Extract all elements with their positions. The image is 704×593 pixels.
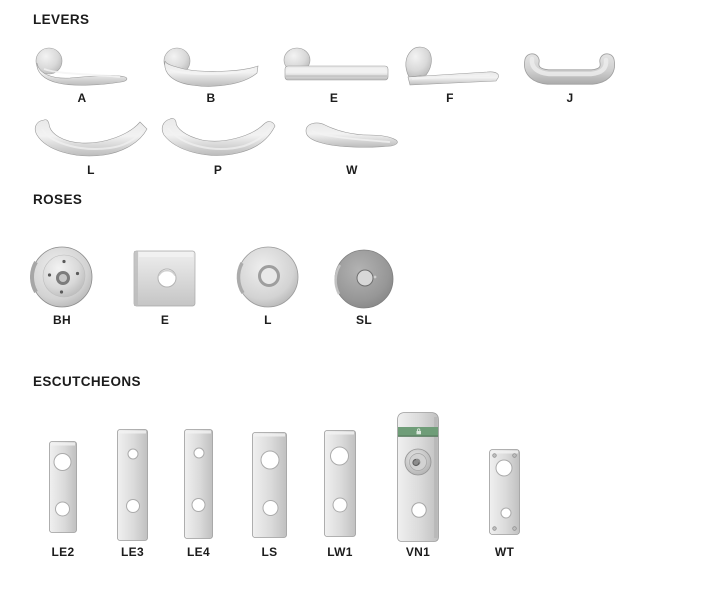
lever-w-image bbox=[305, 122, 398, 148]
lever-j-image bbox=[524, 53, 615, 85]
rose-l-image bbox=[236, 246, 299, 308]
lever-e-image bbox=[283, 47, 389, 81]
lever-b: B bbox=[156, 46, 266, 105]
escutcheon-ls-image bbox=[252, 432, 287, 538]
escutcheon-le4-image bbox=[184, 429, 213, 539]
escutcheon-vn1: VN1 bbox=[397, 412, 439, 559]
lever-j-label: J bbox=[566, 91, 574, 105]
lever-p-label: P bbox=[213, 163, 223, 177]
escutcheon-lw1-label: LW1 bbox=[327, 545, 353, 559]
lever-e: E bbox=[276, 46, 392, 105]
lever-w: W bbox=[296, 118, 408, 177]
escutcheon-le2: LE2 bbox=[49, 441, 77, 559]
rose-bh: BH bbox=[30, 245, 94, 327]
vn1-indicator-band bbox=[398, 427, 438, 437]
rose-sl: SL bbox=[333, 249, 395, 327]
roses-heading: ROSES bbox=[33, 192, 83, 207]
rose-e: E bbox=[131, 248, 199, 327]
escutcheon-le3-image bbox=[117, 429, 148, 541]
escutcheon-ls-label: LS bbox=[261, 545, 278, 559]
levers-heading: LEVERS bbox=[33, 12, 90, 27]
rose-e-image bbox=[133, 250, 196, 307]
escutcheon-ls: LS bbox=[252, 432, 287, 559]
escutcheon-le3: LE3 bbox=[117, 429, 148, 559]
lever-l-image bbox=[34, 119, 148, 157]
lever-a-label: A bbox=[77, 91, 87, 105]
rose-e-label: E bbox=[160, 313, 170, 327]
rose-bh-image bbox=[30, 246, 93, 308]
rose-l: L bbox=[236, 245, 300, 327]
lever-a-image bbox=[35, 47, 128, 86]
lever-p-image bbox=[161, 118, 276, 156]
escutcheon-vn1-label: VN1 bbox=[405, 545, 431, 559]
escutcheon-wt: WT bbox=[489, 449, 520, 559]
rose-l-label: L bbox=[264, 313, 272, 327]
lever-b-image bbox=[163, 47, 259, 87]
lever-w-label: W bbox=[346, 163, 358, 177]
escutcheons-heading: ESCUTCHEONS bbox=[33, 374, 141, 389]
rose-sl-image bbox=[334, 249, 394, 309]
rose-bh-label: BH bbox=[53, 313, 71, 327]
lever-a: A bbox=[30, 46, 134, 105]
escutcheon-le3-label: LE3 bbox=[121, 545, 144, 559]
lever-p: P bbox=[156, 112, 280, 177]
escutcheon-wt-label: WT bbox=[494, 545, 515, 559]
escutcheon-le4-label: LE4 bbox=[187, 545, 210, 559]
escutcheon-wt-image bbox=[489, 449, 520, 535]
lever-e-label: E bbox=[329, 91, 339, 105]
lever-b-label: B bbox=[206, 91, 216, 105]
vn1-key-cylinder bbox=[404, 448, 432, 476]
lever-j: J bbox=[512, 46, 628, 105]
lever-f-image bbox=[405, 46, 499, 86]
rose-sl-label: SL bbox=[356, 313, 372, 327]
vn1-indicator-icon bbox=[416, 428, 421, 435]
lever-f: F bbox=[394, 44, 506, 105]
lever-l: L bbox=[30, 112, 152, 177]
lever-f-label: F bbox=[446, 91, 454, 105]
escutcheon-le2-image bbox=[49, 441, 77, 533]
escutcheon-lw1: LW1 bbox=[324, 430, 356, 559]
escutcheon-vn1-image bbox=[397, 412, 439, 542]
lever-l-label: L bbox=[87, 163, 95, 177]
escutcheon-lw1-image bbox=[324, 430, 356, 537]
escutcheon-le4: LE4 bbox=[184, 429, 213, 559]
escutcheon-le2-label: LE2 bbox=[51, 545, 75, 559]
